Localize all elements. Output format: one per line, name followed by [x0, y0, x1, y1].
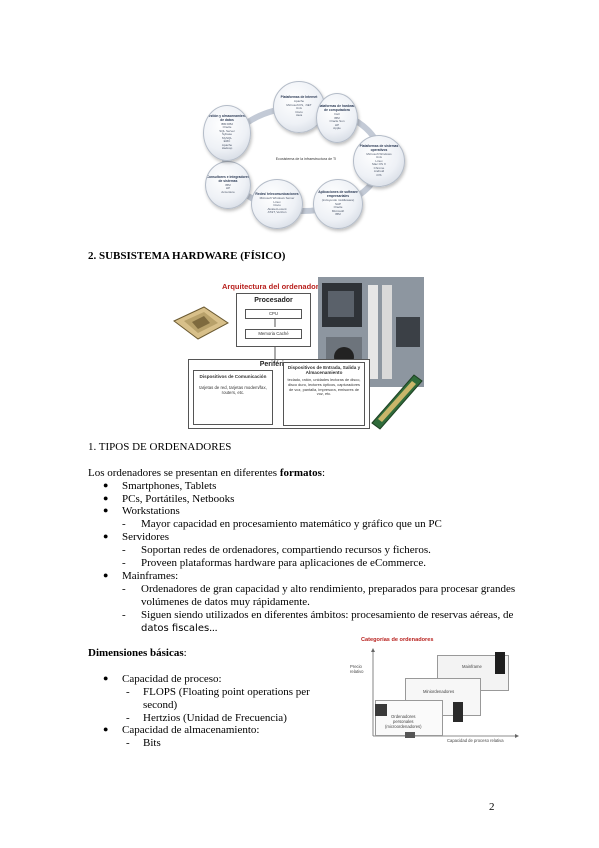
- bullet-icon: ●: [103, 724, 109, 734]
- personal-label: Ordenadores personales (microordenadores…: [385, 714, 422, 729]
- dash-icon: -: [122, 583, 126, 595]
- categories-axes: [371, 648, 519, 738]
- bubble-os-platforms: Plataformas de sistemas operativos Micro…: [353, 135, 405, 187]
- sub-list-item: Soportan redes de ordenadores, compartie…: [141, 544, 431, 556]
- section-heading-types: 1. TIPOS DE ORDENADORES: [88, 441, 232, 453]
- desktop-image: [375, 704, 387, 716]
- laptop-image: [405, 732, 415, 738]
- bubble-enterprise-software: Aplicaciones de software empresariales (…: [313, 179, 363, 229]
- dash-icon: -: [122, 518, 126, 530]
- processor-box: Procesador CPU Memoria Caché: [236, 293, 311, 347]
- dash-icon: -: [126, 712, 130, 724]
- list-item: Servidores: [122, 531, 170, 543]
- sub-list-item: FLOPS (Floating point operations per: [143, 686, 310, 698]
- computer-categories-figure: Categorías de ordenadores Precio relativ…: [349, 634, 521, 746]
- sub-list-item: Ordenadores de gran capacidad y alto ren…: [141, 583, 516, 595]
- sub-list-item: Siguen siendo utilizados en diferentes á…: [141, 609, 514, 621]
- dimensions-heading: Dimensiones básicas:: [88, 647, 187, 659]
- sub-list-item: Mayor capacidad en procesamiento matemát…: [141, 518, 442, 530]
- bullet-icon: ●: [103, 531, 109, 541]
- personal-region: [375, 700, 443, 736]
- it-ecosystem-figure: Ecosistema de la infraestructura de TI P…: [193, 79, 413, 231]
- sub-list-item: Proveen plataformas hardware para aplica…: [141, 557, 426, 569]
- dash-icon: -: [122, 544, 126, 556]
- x-axis-label: Capacidad de proceso relativa: [447, 738, 504, 743]
- ecosystem-center-label: Ecosistema de la infraestructura de TI: [275, 157, 337, 161]
- bubble-consultants: Consultores e integradores de sistemas I…: [205, 161, 251, 209]
- bullet-icon: ●: [103, 480, 109, 490]
- processor-peripheral-connector: [274, 347, 276, 359]
- list-item: PCs, Portátiles, Netbooks: [122, 493, 235, 505]
- bubble-networks-telecom: Redes/ telecomunicaciones Microsoft Wind…: [251, 179, 303, 229]
- list-item: Workstations: [122, 505, 180, 517]
- section-heading-hardware: 2. SUBSISTEMA HARDWARE (FÍSICO): [88, 250, 286, 262]
- bullet-icon: ●: [103, 673, 109, 683]
- sub-list-item-cont: datos fiscales...: [141, 622, 218, 634]
- mainframe-label: Mainframe: [462, 664, 482, 669]
- list-item: Smartphones, Tablets: [122, 480, 217, 492]
- categories-title: Categorías de ordenadores: [361, 637, 434, 643]
- architecture-title: Arquitectura del ordenador: [222, 282, 319, 291]
- list-item: Capacidad de proceso:: [122, 673, 222, 685]
- cpu-chip-image: [173, 306, 229, 340]
- peripherals-box: Periféricos: Dispositivos de Comunicació…: [188, 359, 370, 429]
- cpu-cache-connector: [274, 319, 276, 327]
- minicomputer-image: [453, 702, 463, 722]
- memory-module-image: [371, 374, 423, 430]
- bubble-title: Plataformas de Internet: [280, 95, 318, 100]
- bubble-hardware-platforms: Plataformas de hardware de computadora D…: [316, 93, 358, 143]
- bullet-icon: ●: [103, 505, 109, 515]
- page-number: 2: [489, 801, 495, 813]
- mini-label: Miniordenadores: [423, 689, 455, 694]
- dash-icon: -: [122, 557, 126, 569]
- io-storage-devices-box: Dispositivos de Entrada, Salida y Almace…: [283, 362, 365, 426]
- list-item: Mainframes:: [122, 570, 179, 582]
- mainframe-image: [495, 652, 505, 674]
- processor-label: Procesador: [254, 297, 293, 304]
- intro-paragraph: Los ordenadores se presentan en diferent…: [88, 467, 326, 479]
- peripherals-label: Periféricos:: [259, 361, 299, 368]
- dash-icon: -: [126, 737, 130, 749]
- bullet-icon: ●: [103, 493, 109, 503]
- bubble-data-management: Gestión y almacenamiento de datos IBM DB…: [203, 105, 251, 161]
- y-axis-label: Precio relativo: [350, 664, 364, 674]
- bullet-icon: ●: [103, 570, 109, 580]
- sub-list-item-cont: second): [143, 699, 178, 711]
- sub-list-item-cont: volúmenes de datos muy rápidamente.: [141, 596, 310, 608]
- list-item: Capacidad de almacenamiento:: [122, 724, 260, 736]
- cpu-box: CPU: [245, 309, 302, 319]
- computer-architecture-figure: Arquitectura del ordenador Procesador CP…: [170, 277, 425, 431]
- dash-icon: -: [122, 609, 126, 621]
- sub-list-item: Hertzios (Unidad de Frecuencia): [143, 712, 287, 724]
- sub-list-item: Bits: [143, 737, 161, 749]
- dash-icon: -: [126, 686, 130, 698]
- communication-devices-box: Dispositivos de Comunicación tarjetas de…: [193, 370, 273, 425]
- cache-box: Memoria Caché: [245, 329, 302, 339]
